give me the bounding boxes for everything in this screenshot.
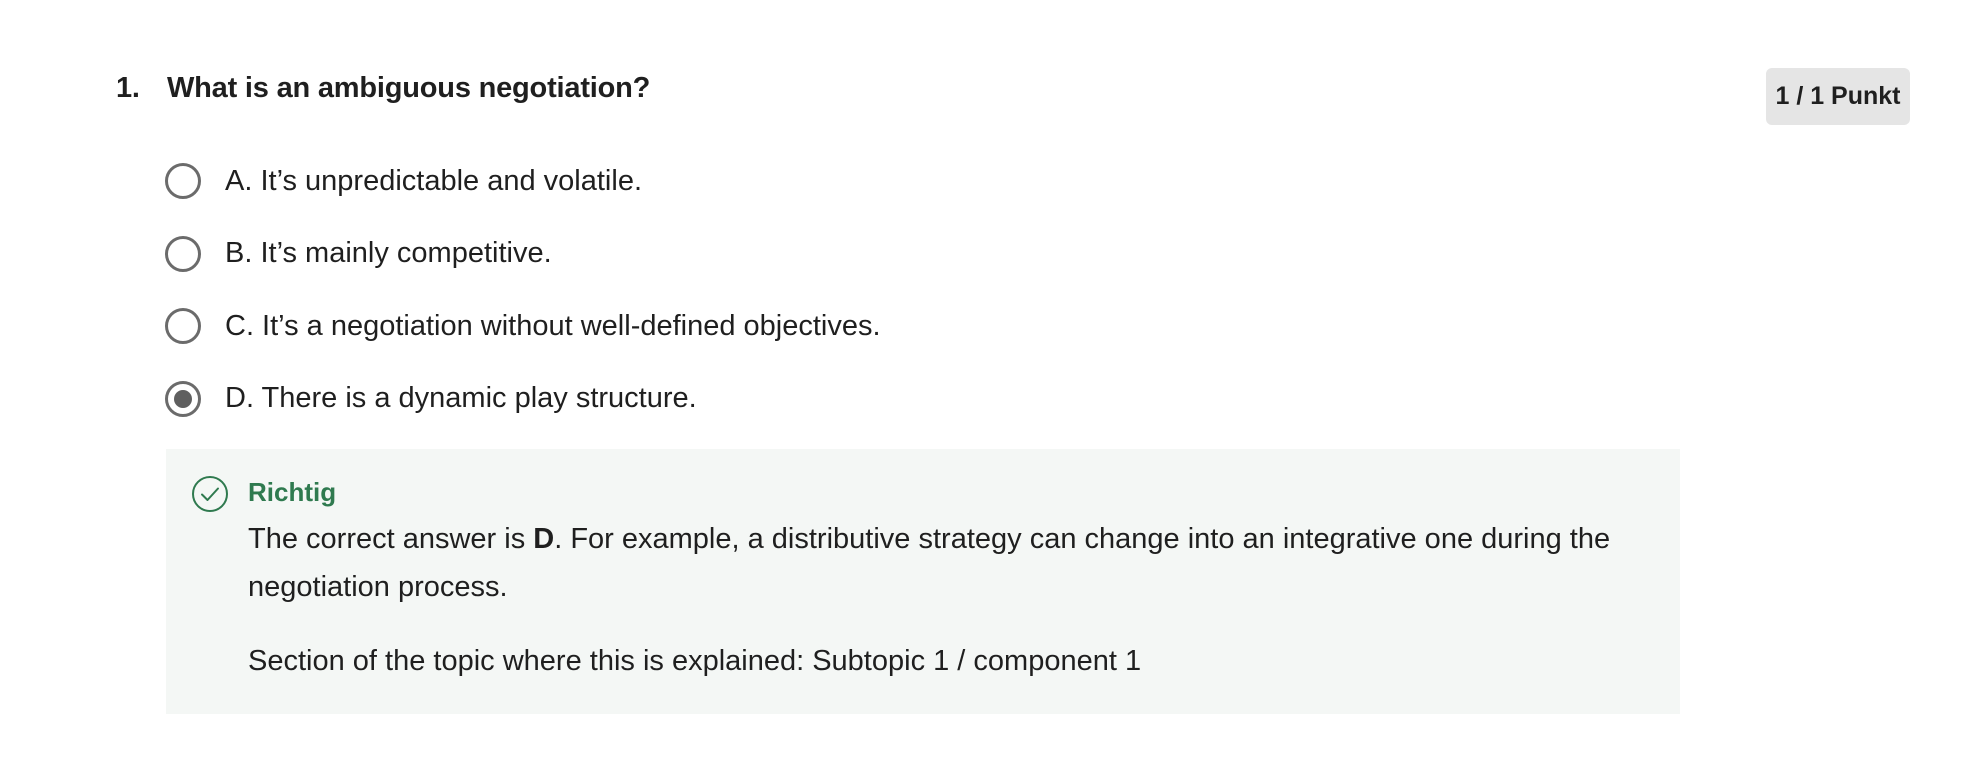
- radio-button-a[interactable]: [165, 163, 201, 199]
- question-header: 1. What is an ambiguous negotiation?: [116, 72, 650, 105]
- option-a[interactable]: A. It’s unpredictable and volatile.: [165, 160, 881, 202]
- option-b-label: B. It’s mainly competitive.: [225, 237, 552, 269]
- option-d-label: D. There is a dynamic play structure.: [225, 382, 697, 414]
- feedback-text-before: The correct answer is: [248, 523, 534, 555]
- question-title: What is an ambiguous negotiation?: [167, 72, 651, 104]
- answer-options: A. It’s unpredictable and volatile. B. I…: [165, 160, 881, 450]
- feedback-section-reference: Section of the topic where this is expla…: [248, 645, 1142, 677]
- question-number: 1.: [116, 72, 140, 104]
- feedback-text-after: . For example, a distributive strategy c…: [248, 523, 1611, 603]
- radio-button-b[interactable]: [165, 235, 201, 272]
- option-c-label: C. It’s a negotiation without well-defin…: [225, 309, 881, 342]
- radio-button-c[interactable]: [165, 308, 201, 344]
- option-b[interactable]: B. It’s mainly competitive.: [165, 233, 881, 275]
- option-c[interactable]: C. It’s a negotiation without well-defin…: [165, 305, 881, 347]
- feedback-status: Richtig: [248, 477, 337, 507]
- option-d[interactable]: D. There is a dynamic play structure.: [165, 378, 881, 420]
- correct-answer-letter: D: [533, 523, 555, 555]
- check-circle-icon: [192, 476, 228, 512]
- score-badge: 1 / 1 Punkt: [1766, 68, 1910, 125]
- option-a-label: A. It’s unpredictable and volatile.: [225, 164, 643, 197]
- radio-button-d[interactable]: [165, 380, 201, 417]
- feedback-box: Richtig The correct answer is D. For exa…: [166, 449, 1680, 714]
- feedback-explanation: The correct answer is D. For example, a …: [248, 515, 1648, 611]
